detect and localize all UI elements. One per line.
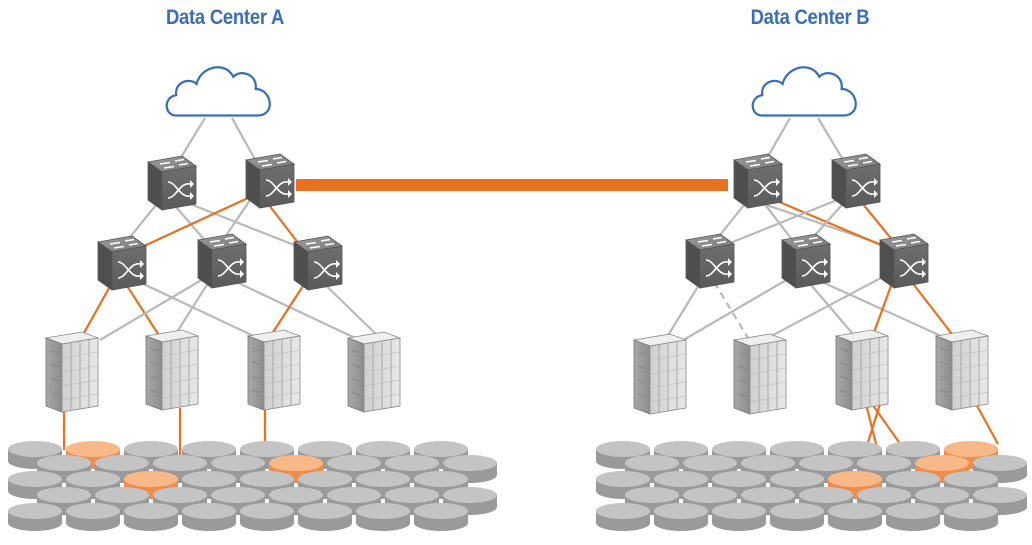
cloud-icon <box>165 66 271 117</box>
aggregation-switch-icon <box>781 233 831 289</box>
server-rack-icon <box>633 333 687 415</box>
links-b <box>663 117 999 469</box>
disk-icon <box>886 503 940 531</box>
disk-icon <box>654 503 708 531</box>
core-switch-icon <box>831 153 881 209</box>
core-switch-icon <box>147 155 197 211</box>
server-rack-icon <box>835 329 889 411</box>
aggregation-switch-icon <box>685 233 735 289</box>
server-rack-icon <box>733 333 787 415</box>
disk-icon <box>298 503 352 531</box>
server-rack-icon <box>347 331 401 413</box>
disk-icon <box>770 503 824 531</box>
disk-icon <box>414 503 468 531</box>
disk-icon <box>944 503 998 531</box>
server-rack-icon <box>935 329 989 411</box>
aggregation-switch-icon <box>879 233 929 289</box>
disk-icon <box>8 503 62 531</box>
disk-array-b <box>596 441 1027 531</box>
data-center-b <box>596 66 1027 531</box>
data-center-a-title: Data Center A <box>165 6 285 29</box>
server-rack-icon <box>45 331 99 413</box>
disk-icon <box>596 503 650 531</box>
disk-icon <box>240 503 294 531</box>
server-rack-icon <box>145 329 199 411</box>
disk-icon <box>124 503 178 531</box>
core-switch-icon <box>733 153 783 209</box>
data-center-b-title: Data Center B <box>750 6 870 29</box>
links-a <box>62 117 381 478</box>
disk-array-a <box>8 441 497 531</box>
cloud-icon <box>751 66 857 117</box>
disk-icon <box>182 503 236 531</box>
data-center-a <box>8 66 497 531</box>
disk-icon <box>712 503 766 531</box>
disk-icon <box>356 503 410 531</box>
core-switch-icon <box>245 153 295 209</box>
aggregation-switch-icon <box>293 235 343 291</box>
server-rack-icon <box>247 329 301 411</box>
disk-icon <box>828 503 882 531</box>
aggregation-switch-icon <box>197 233 247 289</box>
disk-icon <box>66 503 120 531</box>
aggregation-switch-icon <box>97 235 147 291</box>
